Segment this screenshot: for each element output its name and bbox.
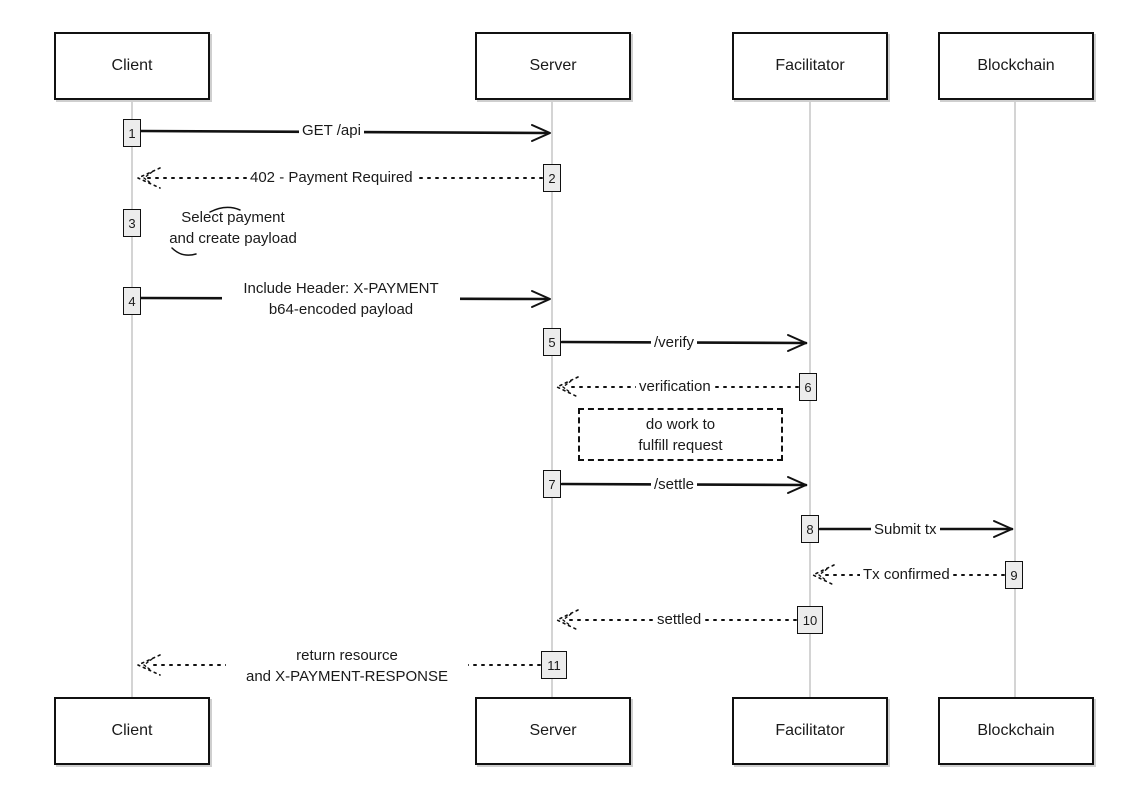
- participant-client-bottom: Client: [54, 697, 210, 765]
- participant-facilitator-top: Facilitator: [732, 32, 888, 100]
- participant-server-bottom: Server: [475, 697, 631, 765]
- message-8-label: Submit tx: [871, 519, 940, 540]
- message-4-line-2: b64-encoded payload: [268, 301, 414, 318]
- message-10-label: settled: [654, 609, 705, 630]
- note-line-1: do work to: [645, 415, 716, 433]
- message-9-label: Tx confirmed: [860, 564, 953, 585]
- participant-client-top: Client: [54, 32, 210, 100]
- participant-blockchain-top: Blockchain: [938, 32, 1094, 100]
- self-note-scribble: [171, 206, 241, 256]
- participant-facilitator-bottom: Facilitator: [732, 697, 888, 765]
- step-7-marker: 7: [543, 470, 561, 498]
- step-11-marker: 11: [541, 651, 567, 679]
- arrow-11: [137, 654, 541, 676]
- message-11-line-2: and X-PAYMENT-RESPONSE: [245, 668, 448, 685]
- note-line-2: fulfill request: [638, 436, 723, 454]
- message-4-label: Include Header: X-PAYMENT b64-encoded pa…: [222, 278, 460, 320]
- message-6-label: verification: [636, 376, 714, 397]
- step-10-marker: 10: [797, 606, 823, 634]
- message-2-label: 402 - Payment Required: [247, 167, 416, 188]
- participant-blockchain-bottom: Blockchain: [938, 697, 1094, 765]
- message-1-label: GET /api: [299, 120, 364, 141]
- step-5-marker: 5: [543, 328, 561, 356]
- server-work-note: do work to fulfill request: [578, 408, 783, 461]
- step-6-marker: 6: [799, 373, 817, 401]
- message-3-line-1: Select payment: [181, 209, 285, 226]
- step-9-marker: 9: [1005, 561, 1023, 589]
- lifelines: [131, 100, 1016, 698]
- message-5-label: /verify: [651, 332, 698, 353]
- message-4-line-1: Include Header: X-PAYMENT: [243, 280, 439, 297]
- step-1-marker: 1: [123, 119, 141, 147]
- message-3-line-2: and create payload: [169, 230, 297, 247]
- message-7-label: /settle: [651, 474, 698, 495]
- step-3-marker: 3: [123, 209, 141, 237]
- participant-server-top: Server: [475, 32, 631, 100]
- step-4-marker: 4: [123, 287, 141, 315]
- message-3-label: Select payment and create payload: [150, 207, 316, 249]
- step-2-marker: 2: [543, 164, 561, 192]
- arrow-2: [137, 167, 543, 189]
- message-11-line-1: return resource: [296, 647, 398, 664]
- message-11-label: return resource and X-PAYMENT-RESPONSE: [226, 645, 468, 687]
- step-8-marker: 8: [801, 515, 819, 543]
